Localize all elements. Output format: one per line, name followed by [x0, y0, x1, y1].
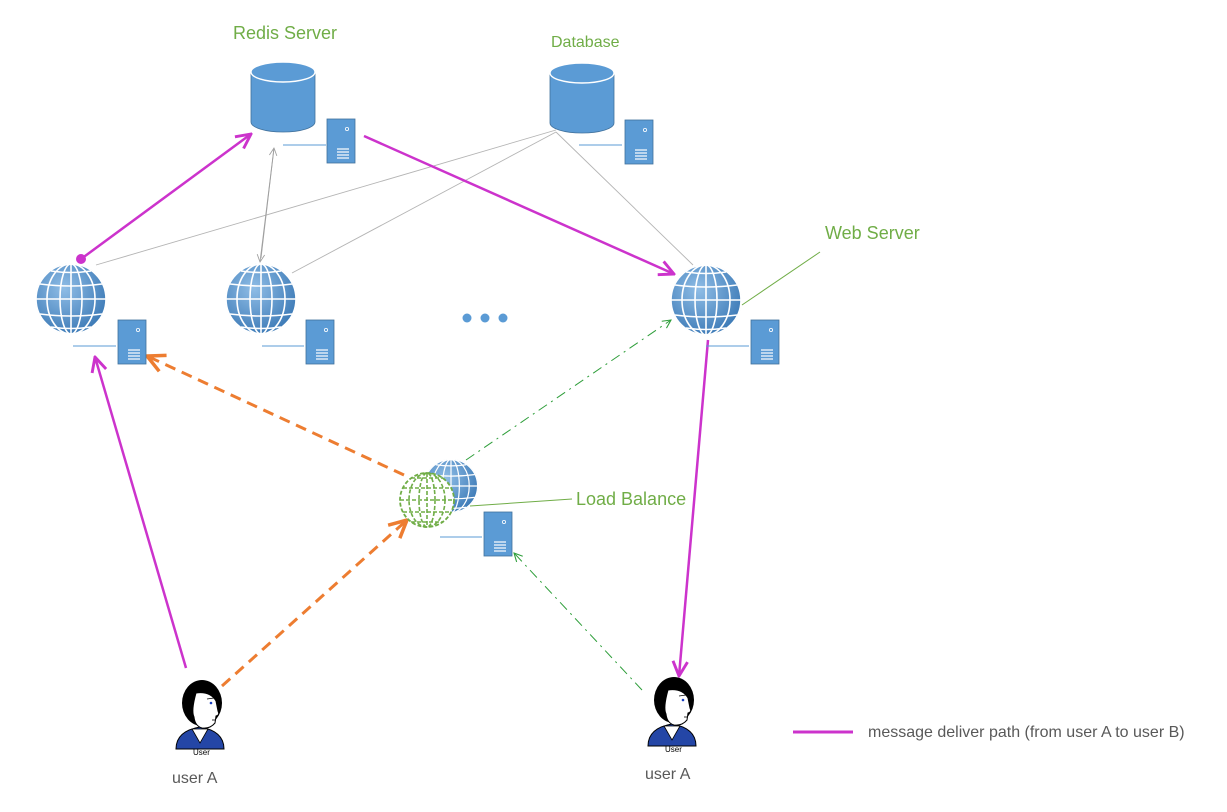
- server-tower-icon: [305, 319, 335, 365]
- path-user-right-to-lb: [514, 553, 643, 691]
- globe-icon: [35, 263, 107, 335]
- redis-server-node[interactable]: Redis Server: [233, 23, 356, 164]
- path-redis-to-web-right: [363, 134, 674, 274]
- load-balance-leader-line: [469, 498, 573, 507]
- path-user-to-lb: [220, 520, 407, 688]
- web-server-label: Web Server: [825, 223, 920, 243]
- path-user-to-web-left: [95, 357, 188, 669]
- path-web-right-to-user: [679, 339, 710, 676]
- database-links: [95, 129, 694, 274]
- lb-request-path: [147, 356, 407, 688]
- db-link-middle: [291, 131, 557, 274]
- web-server-middle-node[interactable]: [225, 263, 335, 365]
- server-tower-icon: [326, 118, 356, 164]
- server-tower-icon: [624, 119, 654, 165]
- user-left-label: user A: [172, 770, 218, 787]
- user-person-icon: [647, 676, 697, 747]
- lb-response-path: [465, 320, 671, 691]
- server-tower-icon: [117, 319, 147, 365]
- user-person-icon: [175, 679, 225, 750]
- db-link-right: [555, 131, 694, 266]
- user-right-node[interactable]: User user A: [645, 676, 697, 783]
- dashed-globe-icon: [399, 472, 455, 528]
- web-server-leader-line: [741, 251, 821, 306]
- globe-icon: [225, 263, 297, 335]
- ellipsis-dots-icon: [462, 313, 508, 323]
- database-cylinder-icon: [549, 62, 615, 134]
- load-balance-node[interactable]: Load Balance: [399, 458, 686, 557]
- web-server-left-node[interactable]: [35, 263, 147, 365]
- user-right-label: user A: [645, 766, 691, 783]
- legend-label: message deliver path (from user A to use…: [868, 724, 1185, 741]
- redis-server-label: Redis Server: [233, 23, 337, 43]
- user-left-caption: User: [193, 748, 210, 757]
- message-path: [81, 134, 710, 676]
- path-lb-to-web-left: [147, 356, 405, 477]
- legend: message deliver path (from user A to use…: [793, 724, 1185, 741]
- redis-middle-link: [260, 148, 274, 262]
- load-balance-label: Load Balance: [576, 489, 686, 509]
- server-tower-icon: [483, 511, 513, 557]
- server-tower-icon: [750, 319, 780, 365]
- database-node[interactable]: Database: [549, 34, 654, 165]
- path-web-left-to-redis: [81, 134, 251, 259]
- globe-icon: [670, 264, 742, 336]
- web-server-right-node[interactable]: Web Server: [670, 223, 920, 365]
- user-right-caption: User: [665, 745, 682, 754]
- user-left-node[interactable]: User user A: [172, 679, 225, 787]
- path-lb-to-web-right: [465, 320, 671, 461]
- database-cylinder-icon: [250, 61, 316, 133]
- database-label: Database: [551, 34, 620, 51]
- redis-middle-link-down: [260, 147, 275, 262]
